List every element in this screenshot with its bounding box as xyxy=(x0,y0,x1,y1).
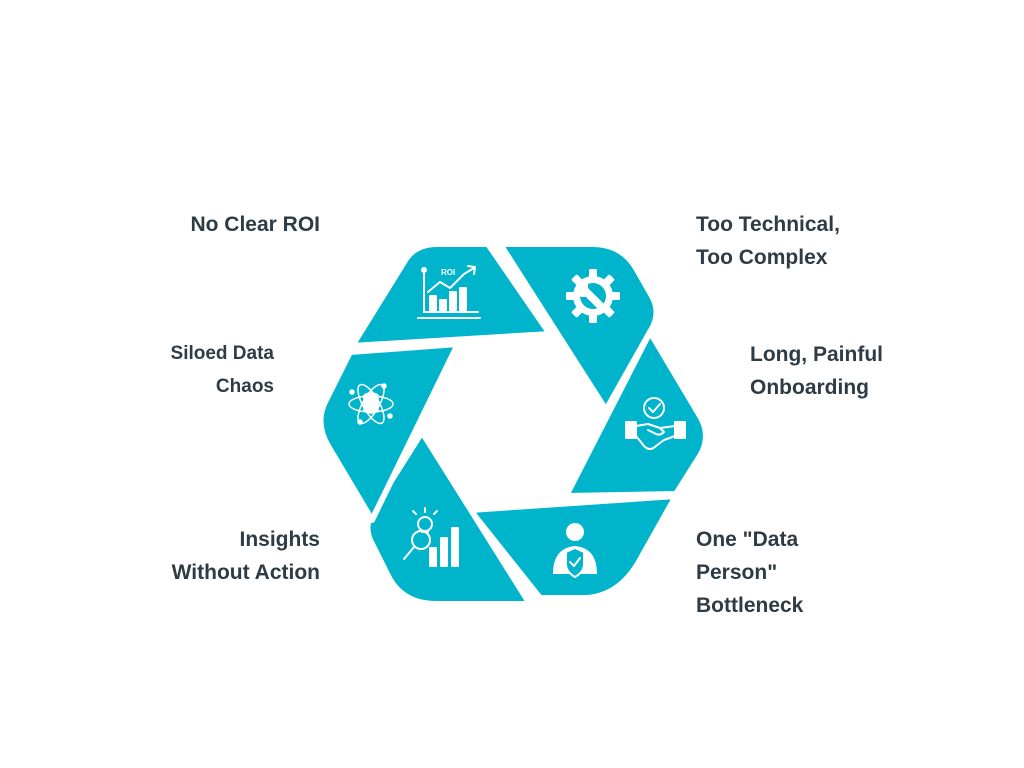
wrench-shape xyxy=(576,283,608,313)
shield-check xyxy=(569,557,581,567)
segment-siloed-data xyxy=(317,341,461,523)
segment-too-technical xyxy=(497,241,660,413)
database-network-icon xyxy=(348,383,394,425)
label-data-person-bottleneck: One "Data Person" Bottleneck xyxy=(696,528,804,617)
label-onboarding: Long, Painful Onboarding xyxy=(750,343,883,399)
label-siloed-data-chaos: Siloed Data Chaos xyxy=(170,343,274,397)
label-too-technical: Too Technical, Too Complex xyxy=(696,213,840,269)
segment-onboarding xyxy=(563,329,709,499)
label-no-clear-roi: No Clear ROI xyxy=(190,213,320,236)
gear-wrench-icon xyxy=(566,269,620,323)
person-shield-icon xyxy=(553,523,597,579)
roi-chart-icon: ROI xyxy=(417,265,481,319)
roi-icon-text: ROI xyxy=(441,268,455,277)
person-head xyxy=(566,523,584,541)
lightbulb-bars-icon xyxy=(403,507,459,567)
segment-group xyxy=(317,241,709,607)
handshake-check-icon xyxy=(625,397,686,450)
label-insights-without-action: Insights Without Action xyxy=(171,528,320,584)
shield-shape xyxy=(565,546,585,579)
